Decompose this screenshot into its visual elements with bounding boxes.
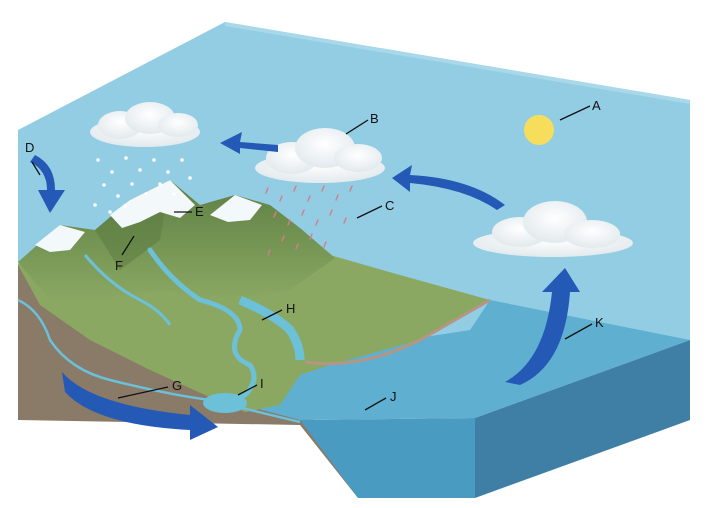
arrow-icon [392, 165, 505, 210]
arrow-icon [62, 372, 218, 440]
leader-line-h [261, 309, 283, 321]
leader-line-f [121, 235, 135, 256]
snow-cap-right [210, 195, 262, 222]
river-main [147, 247, 257, 403]
label-d: D [25, 140, 34, 155]
sea-front-face [300, 418, 475, 498]
snow-icon [93, 156, 192, 214]
label-g: G [172, 378, 182, 393]
rain-icon [265, 185, 353, 256]
sea-surface [205, 300, 690, 420]
cloud-icon [255, 128, 385, 183]
cloud-icon [473, 201, 633, 257]
label-i: I [260, 376, 264, 391]
leader-line-i [237, 384, 258, 396]
label-a: A [592, 98, 601, 113]
arrow-icon [220, 132, 278, 154]
sky-top-edge [225, 22, 690, 104]
leader-line-d [31, 161, 41, 176]
sun-icon [524, 115, 554, 145]
arrow-icon [505, 268, 580, 385]
cloud-icon [90, 102, 200, 147]
label-h: H [286, 301, 295, 316]
label-k: K [595, 315, 604, 330]
coastline [304, 298, 491, 366]
river-branch [238, 295, 305, 361]
river-tributary [83, 254, 172, 326]
snow-cap-main [110, 180, 195, 228]
label-f: F [115, 258, 123, 273]
label-j: J [390, 389, 397, 404]
leader-line-c [356, 205, 383, 219]
snow-cap-left [35, 225, 85, 252]
leader-line-j [364, 397, 387, 411]
sea-side-face [475, 340, 690, 498]
leader-line-a [559, 105, 591, 121]
label-c: C [385, 198, 394, 213]
label-e: E [195, 204, 204, 219]
leader-line-k [564, 323, 593, 340]
leader-line-b [345, 119, 369, 135]
leader-line-g [117, 386, 169, 399]
label-b: B [370, 111, 379, 126]
lake [203, 393, 247, 413]
arrow-icon [30, 155, 65, 213]
